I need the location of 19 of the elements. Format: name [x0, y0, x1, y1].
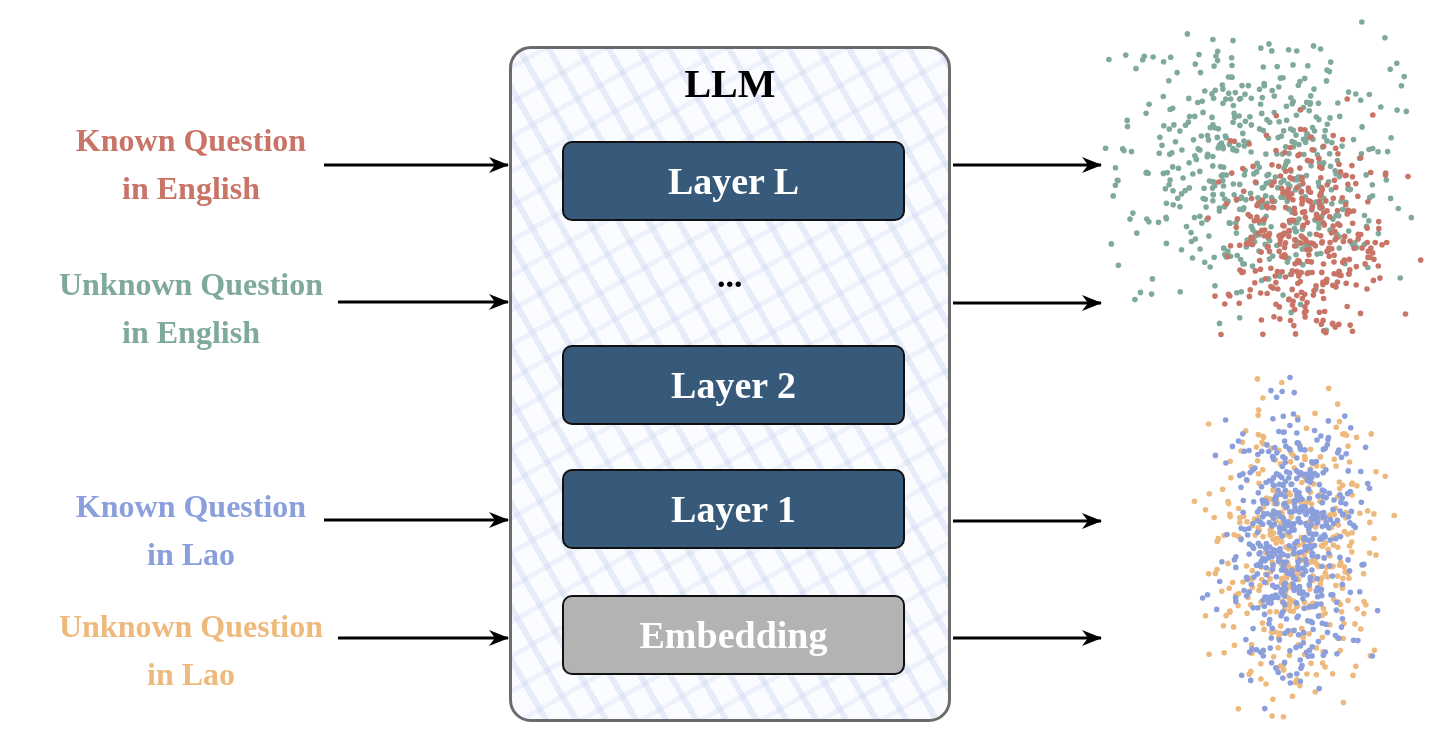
arrow [953, 630, 1102, 646]
arrow [953, 513, 1102, 529]
layer-block: Layer 2 [562, 345, 905, 425]
arrow [338, 294, 509, 310]
model-panel [509, 46, 951, 722]
arrow [953, 295, 1102, 311]
arrow [324, 512, 509, 528]
input-label: Unknown Question in Lao [46, 602, 336, 698]
input-label: Unknown Question in English [46, 260, 336, 356]
input-label: Known Question in English [60, 116, 322, 212]
layer-block: Layer 1 [562, 469, 905, 549]
panel-title: LLM [683, 60, 777, 108]
layer-block: Embedding [562, 595, 905, 675]
input-label: Known Question in Lao [60, 482, 322, 578]
layer-block: Layer L [562, 141, 905, 221]
ellipsis-label: ... [717, 259, 743, 293]
arrow [324, 157, 509, 173]
arrow [953, 157, 1102, 173]
arrow [338, 630, 509, 646]
